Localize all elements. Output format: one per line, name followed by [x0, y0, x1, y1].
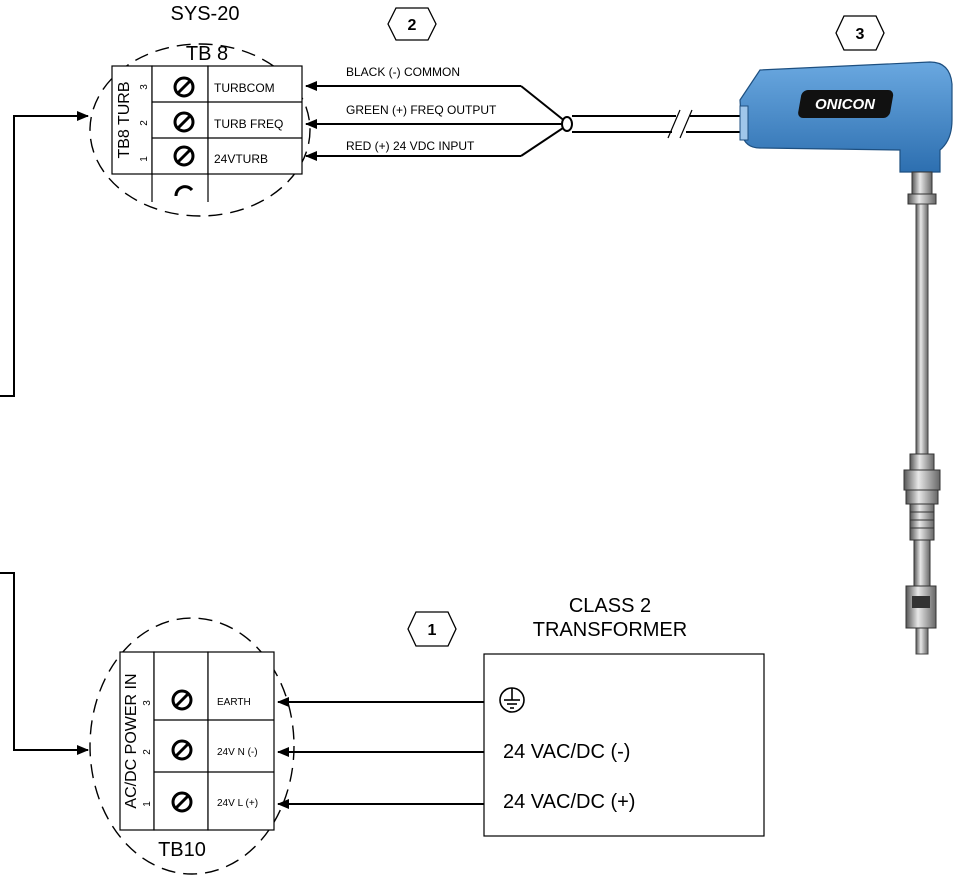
tb8-dashed-outline	[89, 43, 311, 217]
callout-2: 2	[387, 7, 437, 41]
tb8-label-turbcom: TURBCOM	[214, 81, 275, 95]
tb10-title: TB10	[158, 839, 206, 861]
onicon-sensor: ONICON	[739, 61, 953, 655]
tb10-num-3: 3	[142, 700, 153, 706]
screw-icon	[173, 111, 195, 133]
tb10-label-earth: EARTH	[217, 697, 251, 708]
left-connection-line	[0, 111, 89, 755]
tb8-label-24vturb: 24VTURB	[214, 152, 268, 166]
wire-label-green: GREEN (+) FREQ OUTPUT	[346, 103, 497, 117]
callout-3: 3	[835, 15, 885, 51]
tb10-label-24v-n: 24V N (-)	[217, 747, 258, 758]
screw-icon	[171, 739, 193, 761]
svg-text:3: 3	[856, 26, 865, 43]
tb8-num-2: 2	[139, 120, 150, 126]
tb8-side-label: TB8 TURB	[116, 81, 133, 158]
wire-label-red: RED (+) 24 VDC INPUT	[346, 139, 475, 153]
transformer-row-plus: 24 VAC/DC (+)	[503, 791, 635, 813]
screw-icon	[171, 689, 193, 711]
svg-text:1: 1	[428, 622, 437, 639]
tb10-num-2: 2	[142, 749, 153, 755]
svg-text:ONICON: ONICON	[815, 96, 876, 113]
transformer-row-minus: 24 VAC/DC (-)	[503, 741, 630, 763]
screw-icon	[173, 76, 195, 98]
tb8-block: SYS-20 TB 8 TB8 TURB 3 2 1	[89, 3, 311, 217]
tb10-block: AC/DC POWER IN 3 2 1 EARTH 24V N (-) 24V…	[89, 617, 295, 875]
tb10-wires	[277, 697, 484, 809]
screw-icon	[171, 791, 193, 813]
tb8-title: TB 8	[186, 43, 228, 65]
callout-1: 1	[407, 611, 457, 647]
sys-title: SYS-20	[171, 3, 240, 25]
screw-partial-icon	[174, 185, 194, 197]
tb10-side-label: AC/DC POWER IN	[123, 673, 140, 808]
class2-transformer: CLASS 2 TRANSFORMER 24 VAC/DC (-) 24 VAC…	[483, 595, 765, 837]
transformer-title-2: TRANSFORMER	[533, 619, 687, 641]
tb10-num-1: 1	[142, 801, 153, 807]
tb10-dashed-outline	[89, 617, 295, 875]
tb8-wires: BLACK (-) COMMON GREEN (+) FREQ OUTPUT R…	[305, 65, 740, 161]
tb10-label-24v-l: 24V L (+)	[217, 798, 258, 809]
screw-icon	[173, 145, 195, 167]
tb8-num-1: 1	[139, 156, 150, 162]
tb8-label-turb-freq: TURB FREQ	[214, 117, 283, 131]
tb8-num-3: 3	[139, 84, 150, 90]
onicon-logo: ONICON	[798, 90, 894, 118]
svg-text:2: 2	[408, 17, 417, 34]
wire-label-black: BLACK (-) COMMON	[346, 65, 460, 79]
ground-icon	[499, 687, 525, 713]
transformer-title-1: CLASS 2	[569, 595, 651, 617]
